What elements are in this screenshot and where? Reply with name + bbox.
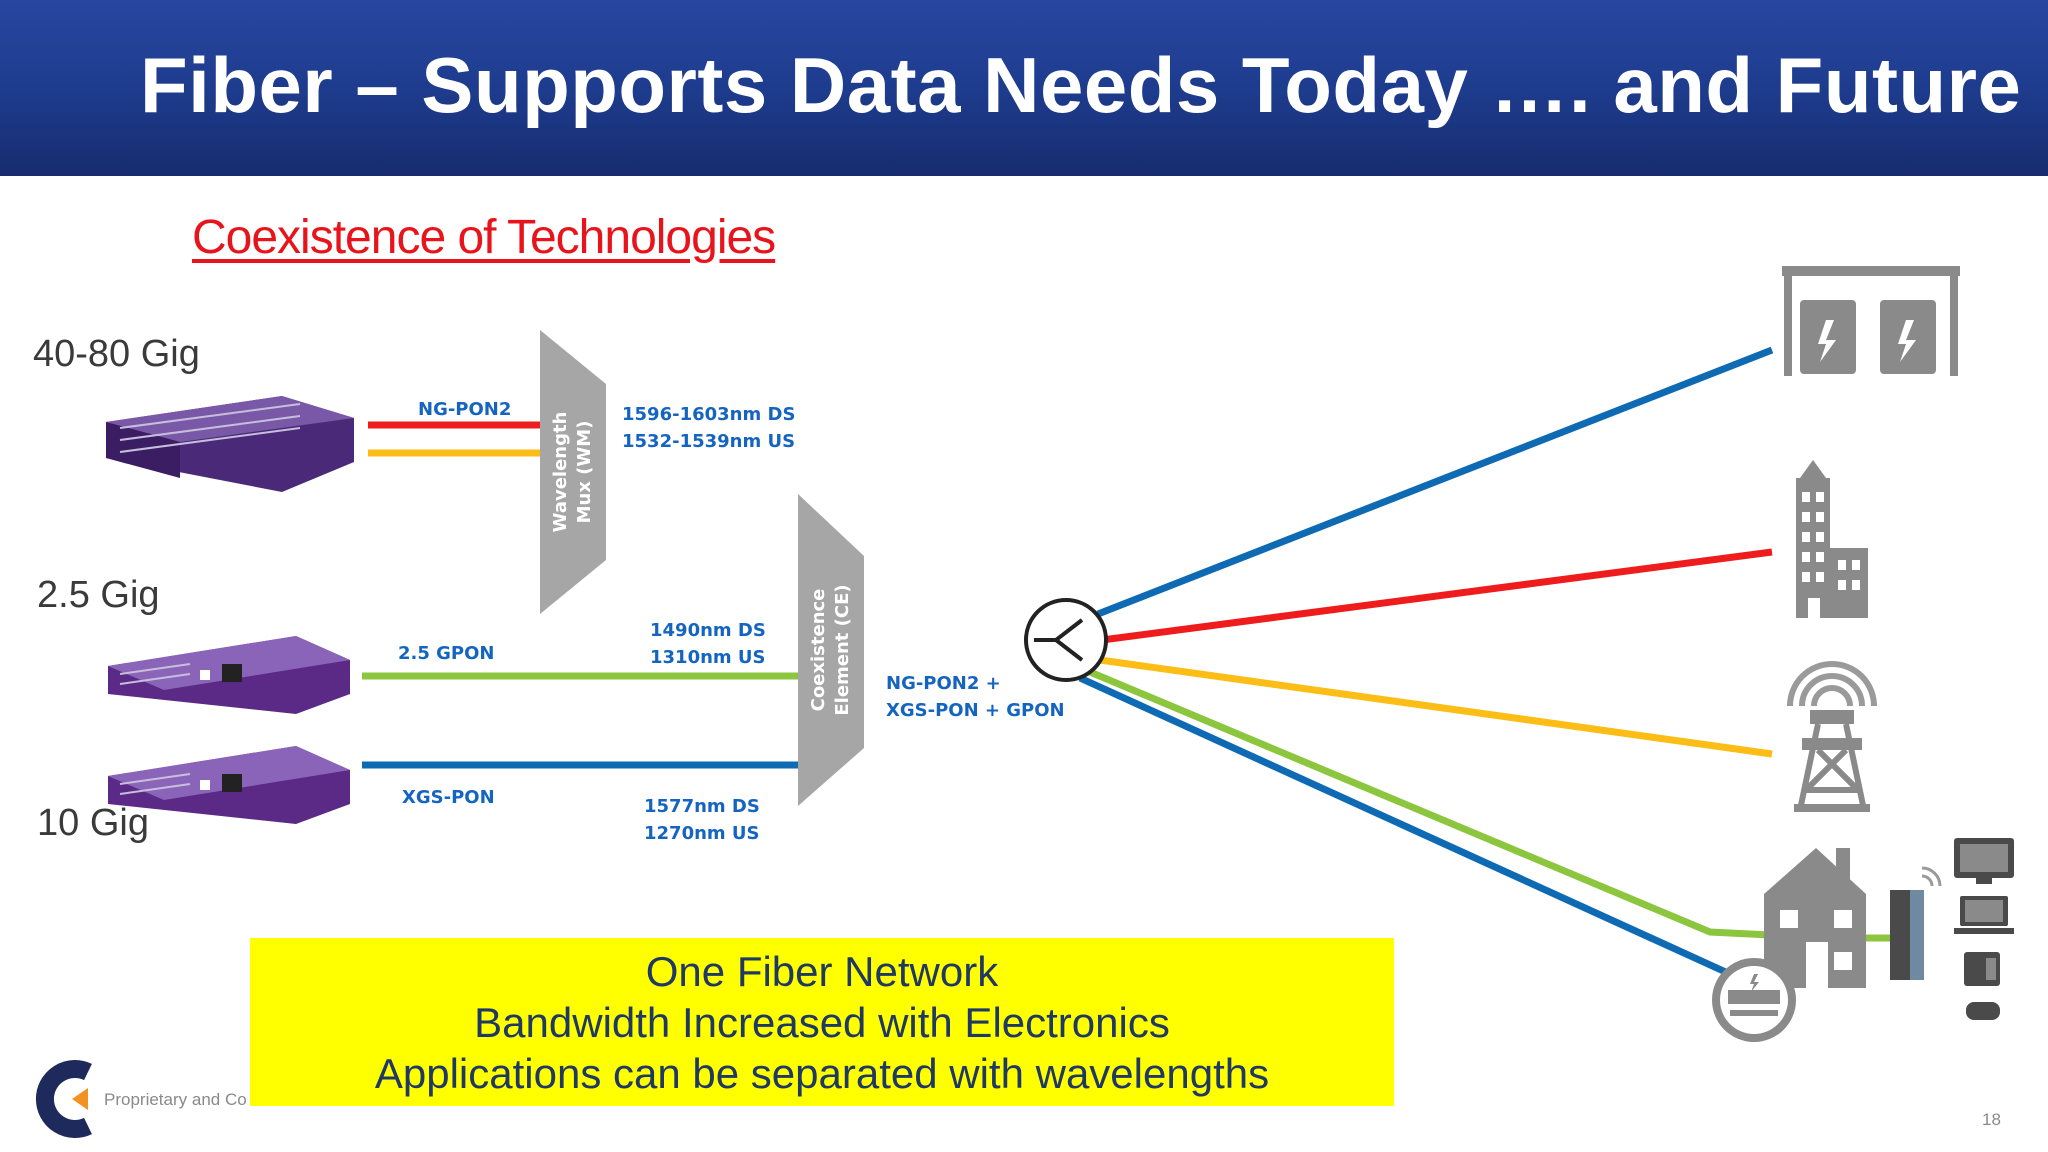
fanout-yellow-line [1099,656,1773,758]
olt-card-gpon-icon [108,636,350,714]
xgspon-us-label: 1270nm US [644,823,760,844]
gpon-label: 2.5 GPON [398,643,495,664]
diagram-subtitle: Coexistence of Technologies [192,211,776,264]
xgspon-ds-label: 1577nm DS [644,796,760,817]
ngpon2-us-label: 1532-1539nm US [622,431,795,452]
power-substation-icon [1782,266,1960,376]
callout-line-1: One Fiber Network [645,948,999,995]
combined-label-line2: XGS-PON + GPON [886,700,1065,721]
slide-title: Fiber – Supports Data Needs Today …. and… [140,41,2022,129]
fanout-blue-line [1096,346,1774,618]
splitter-icon [1024,598,1108,682]
ce-label-line1: Coexistence [808,589,829,712]
wavelength-mux-shape [540,330,606,614]
olt-chassis-icon [106,396,354,492]
speed-label-top: 40-80 Gig [33,333,200,375]
title-banner: Fiber – Supports Data Needs Today …. and… [0,0,2048,176]
electric-meter-icon [1712,958,1796,1042]
ngpon2-label: NG-PON2 [418,399,511,420]
coexistence-element-shape [798,494,864,806]
page-number: 18 [1982,1110,2001,1129]
house-icon [1764,848,1866,988]
xgspon-label: XGS-PON [402,787,495,808]
fanout-blue-line-2 [1078,674,1732,978]
office-building-icon [1796,460,1868,618]
wm-label-line1: Wavelength [550,412,571,533]
gpon-us-label: 1310nm US [650,647,766,668]
speed-label-bottom: 10 Gig [37,802,149,844]
router-icon [1890,866,1942,980]
footer-text: Proprietary and Co [104,1090,247,1109]
splitter-branch-icon [1034,618,1084,662]
speed-label-middle: 2.5 Gig [37,574,160,616]
summary-callout: One Fiber Network Bandwidth Increased wi… [250,938,1394,1106]
gamepad-icon [1966,1002,2000,1020]
gpon-ds-label: 1490nm DS [650,620,766,641]
combined-label-line1: NG-PON2 + [886,673,1001,694]
devices-icons [1954,838,2014,1020]
company-logo-icon [36,1060,92,1138]
callout-line-3: Applications can be separated with wavel… [374,1050,1270,1097]
fanout-green-line [1088,668,1771,939]
olt-card-xgspon-icon [108,746,350,824]
wm-label-line2: Mux (WM) [574,421,595,524]
cell-tower-icon [1787,661,1877,812]
callout-line-2: Bandwidth Increased with Electronics [474,999,1170,1046]
fanout-red-line [1101,548,1773,644]
ce-label-line2: Element (CE) [832,584,853,715]
ngpon2-ds-label: 1596-1603nm DS [622,404,795,425]
